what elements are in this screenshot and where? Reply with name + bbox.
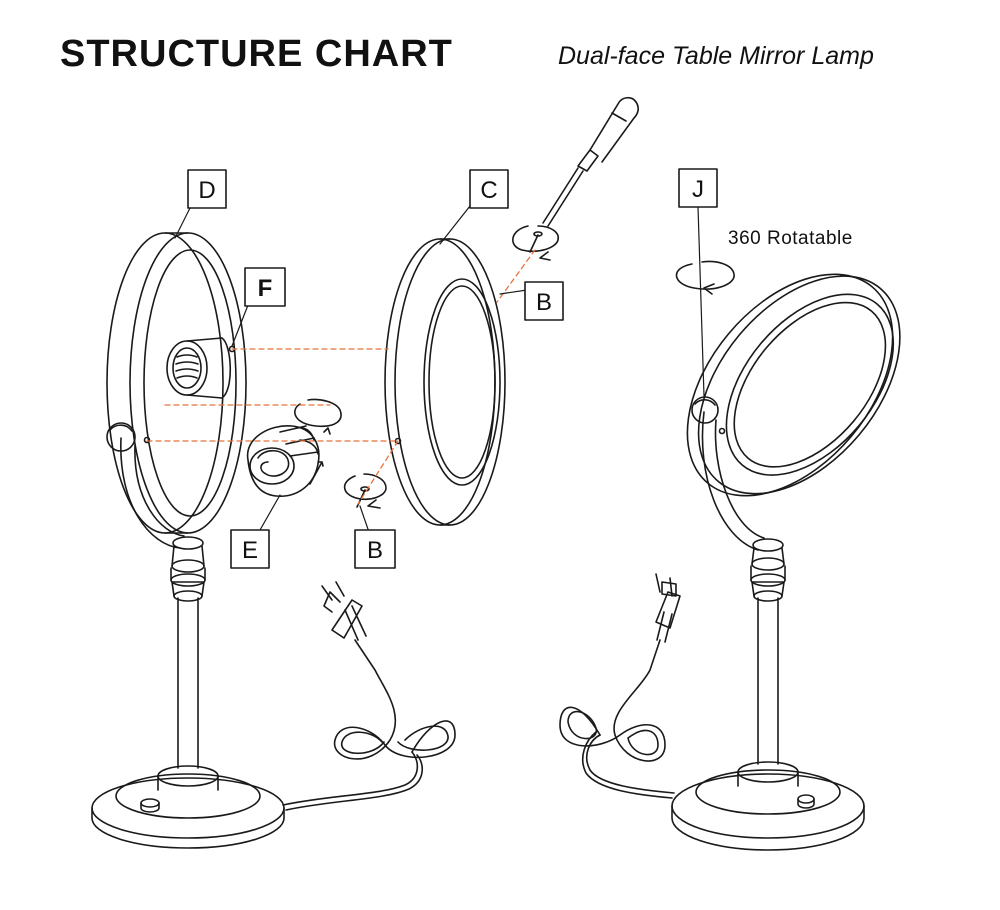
lamp-holder-f-drawing xyxy=(166,337,232,399)
mirror-frame-d-drawing xyxy=(91,232,285,849)
mirror-c-drawing xyxy=(384,238,506,526)
label-e-text: E xyxy=(242,537,258,564)
label-j-text: J xyxy=(692,176,704,203)
bulb-rotation-arrow xyxy=(294,398,342,485)
label-d-text: D xyxy=(198,177,215,204)
label-b-bottom-text: B xyxy=(367,537,383,564)
label-leader-lines xyxy=(174,205,705,536)
label-box-d: D xyxy=(187,169,227,209)
page-title: STRUCTURE CHART xyxy=(60,33,453,75)
spiral-bulb-e-drawing xyxy=(246,425,320,497)
screws-drawing xyxy=(343,225,560,509)
rotatable-annotation: 360 Rotatable xyxy=(728,228,853,249)
label-box-j: J xyxy=(678,168,718,208)
power-cord-left xyxy=(282,581,456,811)
label-b-top-text: B xyxy=(536,289,552,316)
label-box-b-top: B xyxy=(524,281,564,321)
label-f-text: F xyxy=(258,275,273,302)
assembled-lamp-drawing xyxy=(671,260,901,851)
label-box-f: F xyxy=(244,267,286,307)
label-box-c: C xyxy=(469,169,509,209)
label-box-b-bottom: B xyxy=(354,529,396,569)
label-c-text: C xyxy=(480,177,497,204)
screwdriver-drawing xyxy=(542,96,639,227)
product-subtitle: Dual-face Table Mirror Lamp xyxy=(558,42,874,70)
power-cord-right xyxy=(559,573,681,799)
label-box-e: E xyxy=(230,529,270,569)
